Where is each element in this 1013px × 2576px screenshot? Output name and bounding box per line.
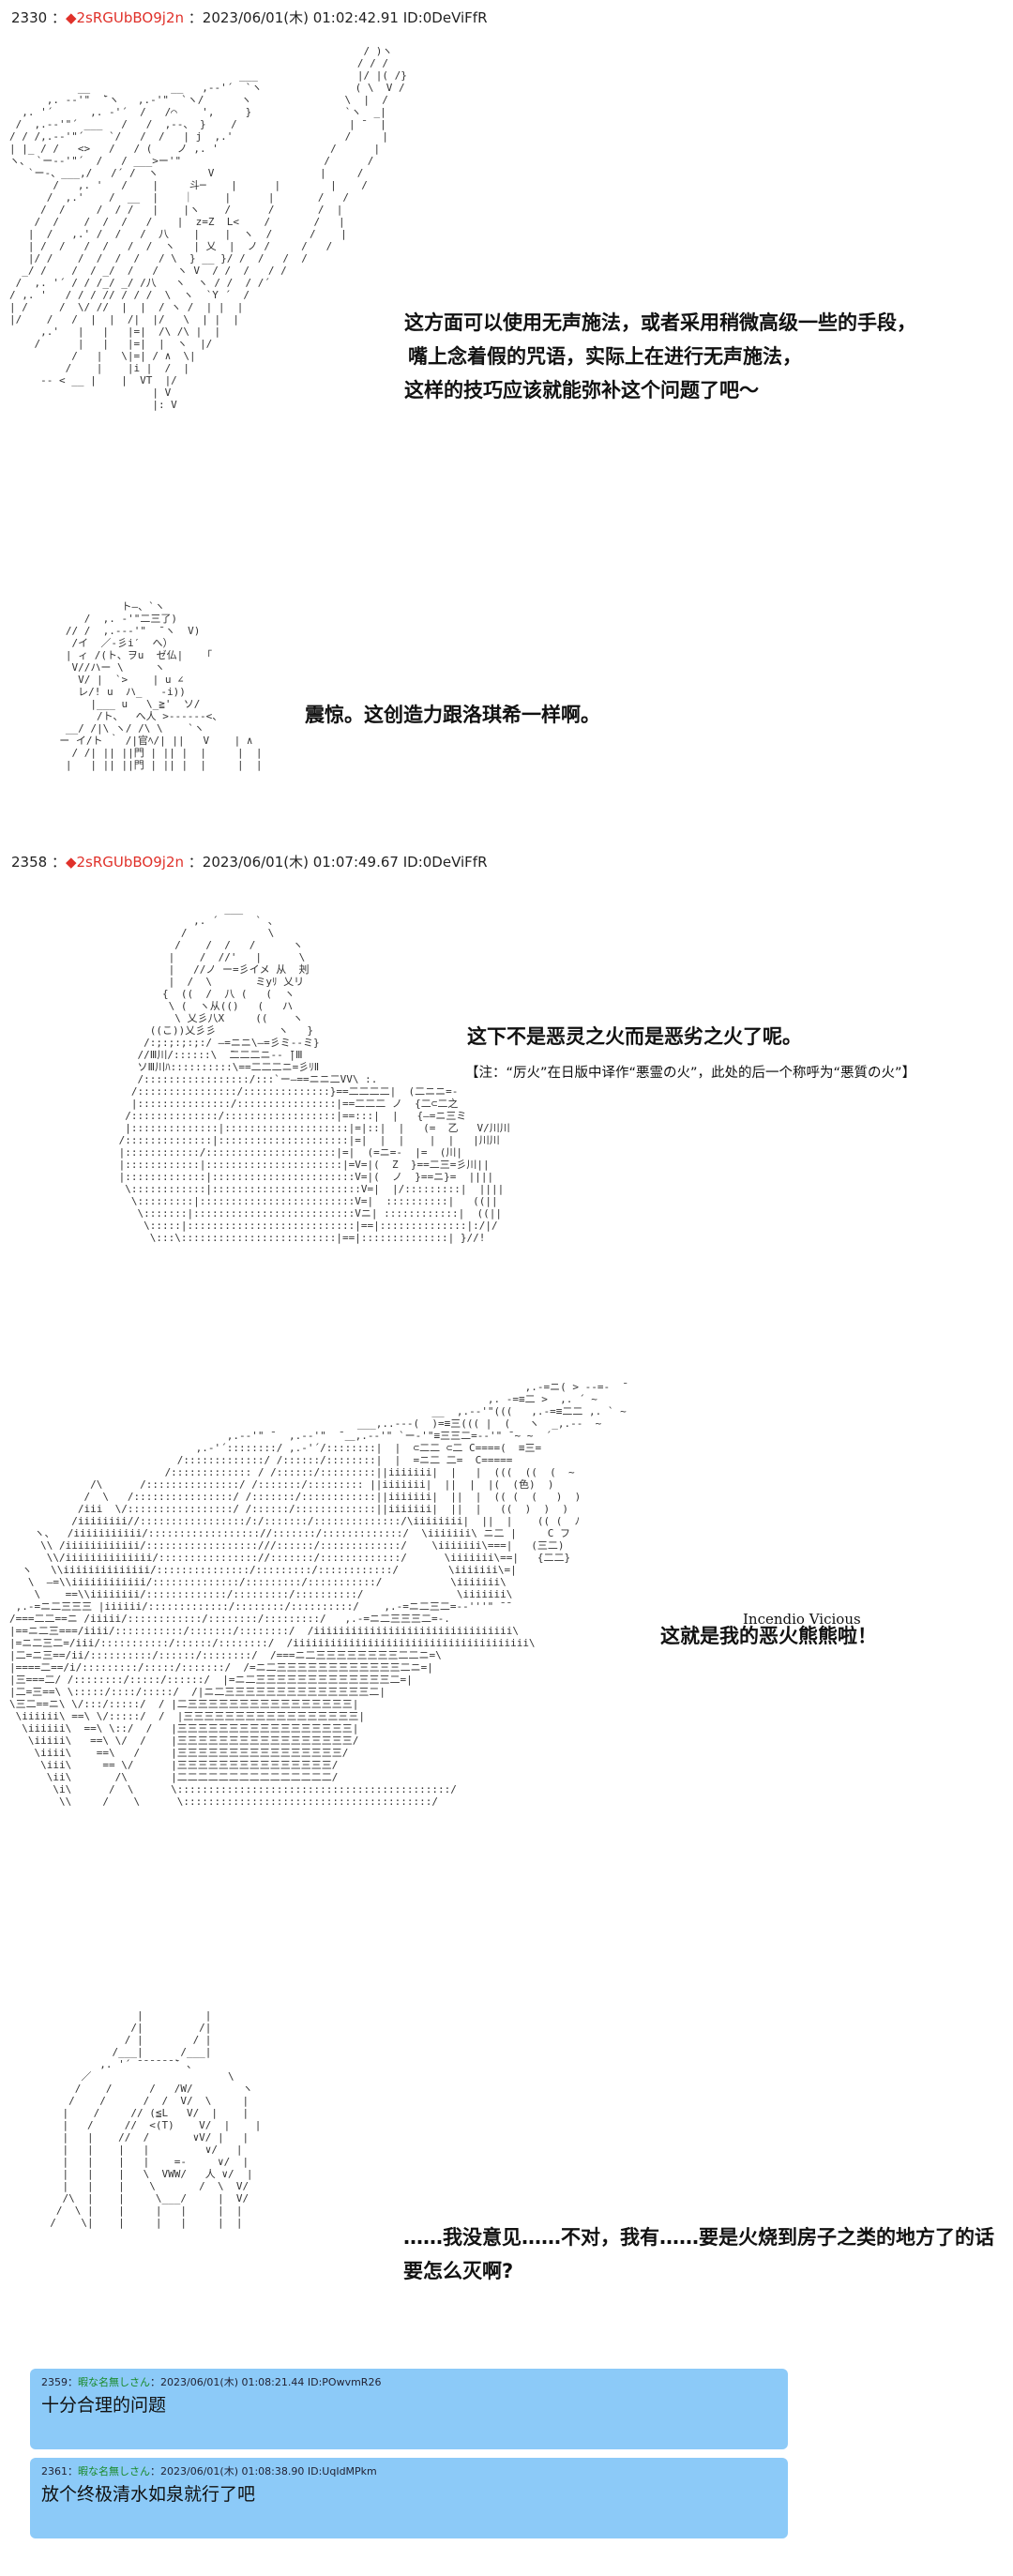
dialogue-1-line-1: 这方面可以使用无声施法，或者采用稍微高级一些的手段， <box>404 311 916 334</box>
dialogue-4: 这就是我的恶火熊熊啦！ <box>660 1625 877 1647</box>
comment-author: 暇な名無しさん <box>78 2465 150 2478</box>
translator-note: 【注：“厉火”在日版中译作“悪霊の火”，此处的后一个称呼为“悪質の火”】 <box>465 1066 916 1081</box>
ascii-art-fire-spell: ,.-=ニ( > --=- ̄ ,. -=≡二 > ,. ´ ~ __ ,.-‐… <box>9 1381 627 1808</box>
post-header-2330: 2330 ：◆2sRGUbBO9j2n ：2023/06/01(木) 01:02… <box>11 9 488 26</box>
spell-name: Incendio Vicious <box>743 1611 861 1628</box>
comment-number: 2359： <box>41 2376 78 2388</box>
comment-datetime: ：2023/06/01(木) 01:08:38.90 ID:UqIdMPkm <box>150 2465 377 2478</box>
post-datetime: 2023/06/01(木) 01:02:42.91 <box>202 9 399 26</box>
post-id[interactable]: ID:0DeViFfR <box>402 9 488 26</box>
dialogue-1-line-2: 嘴上念着假的咒语，实际上在进行无声施法， <box>408 345 802 368</box>
comment-number: 2361： <box>41 2465 78 2478</box>
comment-meta: 2361：暇な名無しさん：2023/06/01(木) 01:08:38.90 I… <box>41 2463 777 2478</box>
dialogue-5: ……我没意见……不对，我有……要是火烧到房子之类的地方了的话 要怎么灭啊? <box>403 2220 994 2288</box>
comment-text: 放个终极清水如泉就行了吧 <box>41 2484 256 2505</box>
comment-meta: 2359：暇な名無しさん：2023/06/01(木) 01:08:21.44 I… <box>41 2374 777 2389</box>
post-datetime: 2023/06/01(木) 01:07:49.67 <box>202 854 399 871</box>
dialogue-5-line-1: ……我没意见……不对，我有……要是火烧到房子之类的地方了的话 <box>403 2226 994 2249</box>
dialogue-3: 这下不是恶灵之火而是恶劣之火了呢。 <box>467 1025 802 1048</box>
comment-2359: 2359：暇な名無しさん：2023/06/01(木) 01:08:21.44 I… <box>30 2369 788 2449</box>
comment-datetime: ：2023/06/01(木) 01:08:21.44 ID:POwvmR26 <box>150 2376 382 2388</box>
dialogue-1-line-3: 这样的技巧应该就能弥补这个问题了吧～ <box>404 379 759 402</box>
ascii-art-figure-casting: / )ヽ / / / ___ |/ |( /} __ __ ,--'´ `ヽ (… <box>9 45 407 411</box>
ascii-art-surprised-character: ト―、`ヽ / ,. ‐'"二三了) // / ,.--‐'" ̄ ヽ V) /… <box>59 600 263 771</box>
comment-2361: 2361：暇な名無しさん：2023/06/01(木) 01:08:38.90 I… <box>30 2458 788 2538</box>
post-number: 2330 <box>11 9 48 26</box>
dialogue-2: 震惊。这创造力跟洛琪希一样啊。 <box>305 704 600 726</box>
post-id[interactable]: ID:0DeViFfR <box>402 854 488 871</box>
ascii-art-worried-character: | | /| /| / | / | /___| /___| ,. '´ ̄ ̄ … <box>50 2009 262 2229</box>
dialogue-1: 这方面可以使用无声施法，或者采用稍微高级一些的手段， 嘴上念着假的咒语，实际上在… <box>404 306 916 407</box>
post-trip[interactable]: ◆2sRGUbBO9j2n <box>65 854 185 871</box>
dialogue-5-line-2: 要怎么灭啊? <box>403 2260 514 2282</box>
post-header-2358: 2358 ：◆2sRGUbBO9j2n ：2023/06/01(木) 01:07… <box>11 854 488 871</box>
post-trip[interactable]: ◆2sRGUbBO9j2n <box>65 9 185 26</box>
ascii-art-cloaked-character: ___ ,. ´ ` 、 / \ / / / / ヽ | / //' | \ |… <box>118 902 510 1244</box>
comment-author: 暇な名無しさん <box>78 2376 150 2388</box>
comment-text: 十分合理的问题 <box>41 2395 167 2416</box>
post-number: 2358 <box>11 854 48 871</box>
